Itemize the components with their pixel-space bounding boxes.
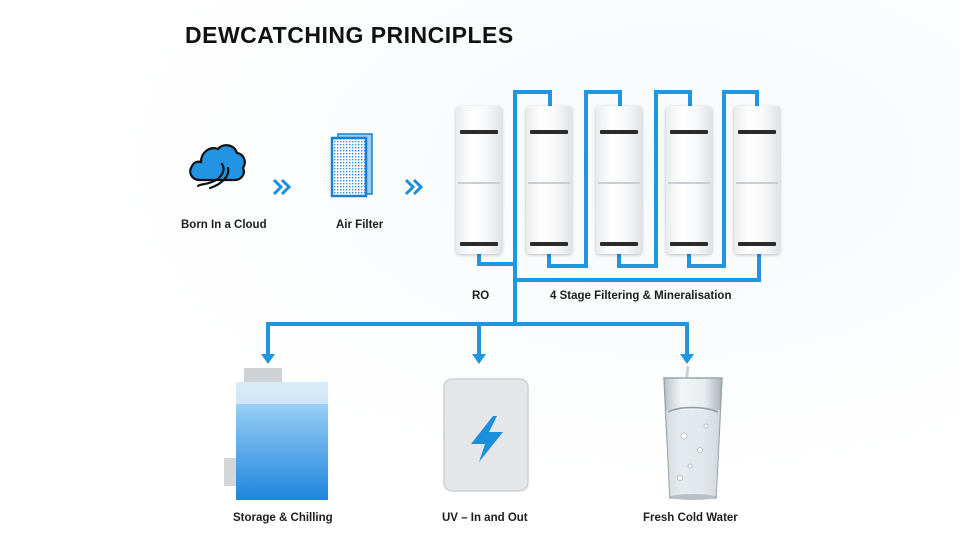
arrow-to-uv (472, 354, 486, 364)
water-tank-icon (224, 368, 328, 500)
chevron-right-icon (404, 178, 424, 196)
arrow-to-storage (261, 354, 275, 364)
filter-cartridge-stage-2 (596, 106, 642, 254)
filter-cartridge-stage-4 (734, 106, 780, 254)
pipe-stage4-out (515, 252, 761, 282)
pipe-stage3-to-stage4 (687, 90, 759, 268)
pipe-stage1-to-stage2 (547, 90, 622, 268)
cloud-label: Born In a Cloud (181, 219, 267, 231)
water-glass-icon (663, 366, 723, 500)
ro-label: RO (472, 290, 490, 302)
pipe-ro-to-stage1 (477, 90, 552, 266)
filtering-label: 4 Stage Filtering & Mineralisation (550, 290, 732, 302)
filter-cartridge-stage-1 (526, 106, 572, 254)
uv-label: UV – In and Out (442, 512, 528, 524)
air-filter-label: Air Filter (336, 219, 384, 231)
cloud-icon (189, 144, 246, 190)
storage-label: Storage & Chilling (233, 512, 333, 524)
ro-cartridge (456, 106, 502, 254)
pipe-stage2-to-stage3 (617, 90, 692, 268)
filter-cartridge-stage-3 (666, 106, 712, 254)
chevron-right-icon (272, 178, 292, 196)
arrow-to-fresh (680, 354, 694, 364)
air-filter-icon (330, 133, 373, 198)
uv-box-icon (443, 378, 529, 492)
lightning-icon (471, 416, 503, 462)
page-title: DEWCATCHING PRINCIPLES (185, 22, 514, 48)
fresh-water-label: Fresh Cold Water (643, 512, 738, 524)
